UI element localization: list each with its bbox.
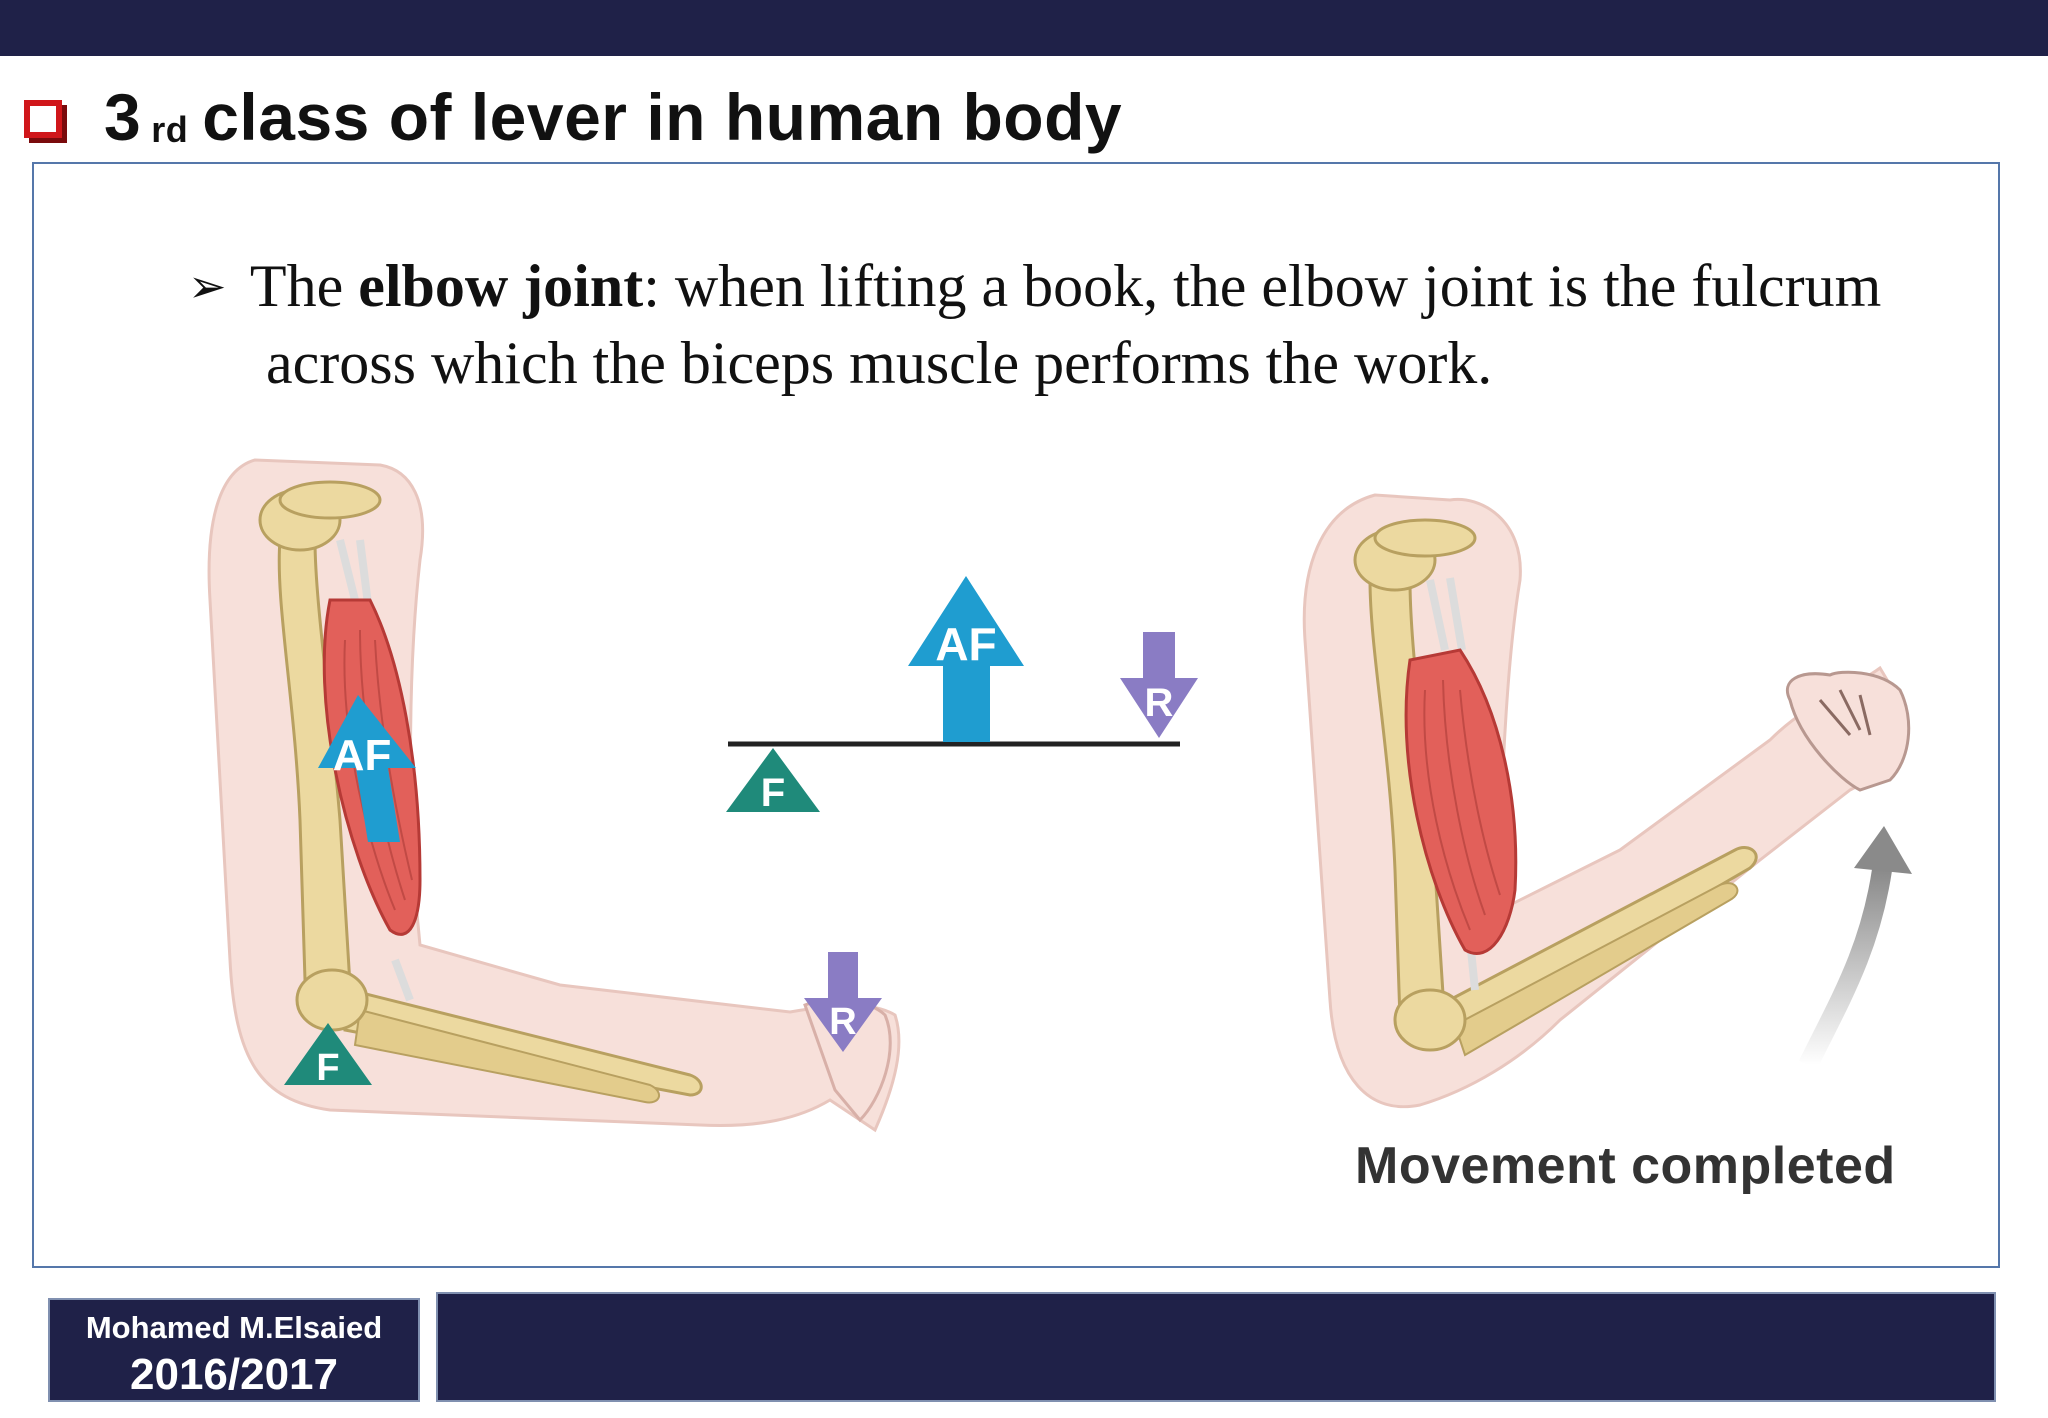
left-resistance-arrow: R: [804, 952, 882, 1052]
schematic-resistance-arrow: R: [1120, 632, 1198, 738]
lever-schematic: F AF R: [726, 576, 1198, 815]
movement-caption: Movement completed: [1355, 1137, 1896, 1195]
bullet-line2: across which the biceps muscle performs …: [266, 330, 1493, 396]
schematic-fulcrum-label: F: [761, 771, 785, 815]
left-arm-elbow-joint: [295, 968, 369, 1032]
movement-arrow-icon: [1799, 826, 1912, 1070]
schematic-resistance-label: R: [1145, 681, 1174, 725]
left-resistance-label: R: [829, 1001, 856, 1043]
left-effort-label: AF: [333, 731, 392, 780]
bullet-paragraph: ➢ The elbow joint: when lifting a book, …: [188, 248, 1978, 401]
bullet-rest-line1: : when lifting a book, the elbow joint i…: [643, 253, 1882, 319]
left-arm-shoulder-blade: [278, 480, 382, 520]
left-fulcrum-marker: F: [284, 1023, 372, 1089]
arrow-bullet-icon: ➢: [188, 261, 227, 312]
footer-author-box: Mohamed M.Elsaied 2016/2017: [48, 1298, 420, 1402]
top-header-bar: [0, 0, 2048, 56]
right-arm-shoulder-blade: [1373, 518, 1477, 558]
right-arm-biceps-muscle: [1404, 648, 1518, 955]
title-text: class of lever in human body: [202, 80, 1123, 154]
footer-year: 2016/2017: [130, 1350, 338, 1399]
left-fulcrum-label: F: [316, 1047, 339, 1089]
title-number: 3: [104, 80, 142, 154]
left-effort-arrow: AF: [318, 695, 416, 842]
checkbox-bullet-icon: [24, 100, 62, 138]
schematic-effort-label: AF: [935, 618, 996, 670]
left-arm-forearm-bone-1: [343, 988, 703, 1097]
right-arm-illustration: [1302, 493, 1911, 1109]
schematic-effort-arrow: AF: [908, 576, 1024, 742]
left-arm-forearm-bone-2: [353, 1008, 660, 1104]
footer-bar: [436, 1292, 1996, 1402]
title-suffix: rd: [151, 109, 189, 150]
footer-author: Mohamed M.Elsaied: [85, 1310, 383, 1345]
bullet-prefix: The: [249, 253, 344, 319]
right-arm-fist-knuckles: [1818, 689, 1872, 736]
right-arm-biceps-fibers: [1423, 679, 1501, 931]
right-arm-forearm-bone-2: [1453, 882, 1739, 1057]
bullet-bold-term: elbow joint: [358, 253, 644, 319]
schematic-fulcrum: F: [726, 748, 820, 815]
right-arm-elbow-joint: [1393, 988, 1467, 1052]
